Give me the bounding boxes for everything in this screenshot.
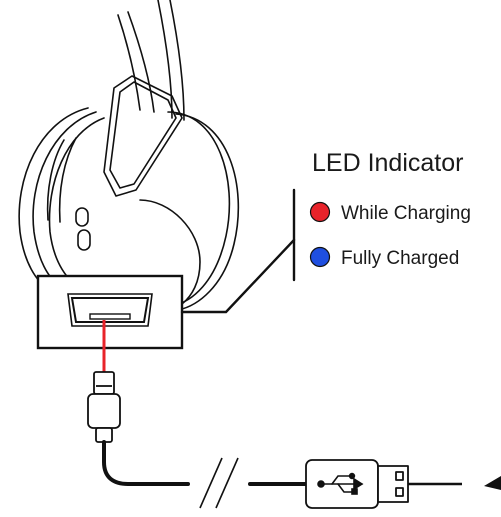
blue-led-icon (309, 246, 331, 268)
charging-cable (102, 440, 308, 486)
headphone-earcup (18, 0, 240, 311)
legend-label-fully-charged: Fully Charged (341, 248, 459, 269)
legend-item-fully-charged: Fully Charged (309, 246, 459, 269)
cable-continuation (408, 476, 501, 490)
micro-usb-port (36, 274, 184, 350)
usb-symbol-icon (317, 472, 364, 495)
led-leader-line (180, 188, 296, 314)
red-led-icon (309, 201, 331, 223)
legend-label-while-charging: While Charging (341, 203, 471, 224)
micro-usb-plug (87, 371, 121, 443)
legend-item-while-charging: While Charging (309, 201, 471, 224)
led-indicator-title: LED Indicator (312, 149, 463, 177)
cable-break-mark (199, 457, 239, 509)
